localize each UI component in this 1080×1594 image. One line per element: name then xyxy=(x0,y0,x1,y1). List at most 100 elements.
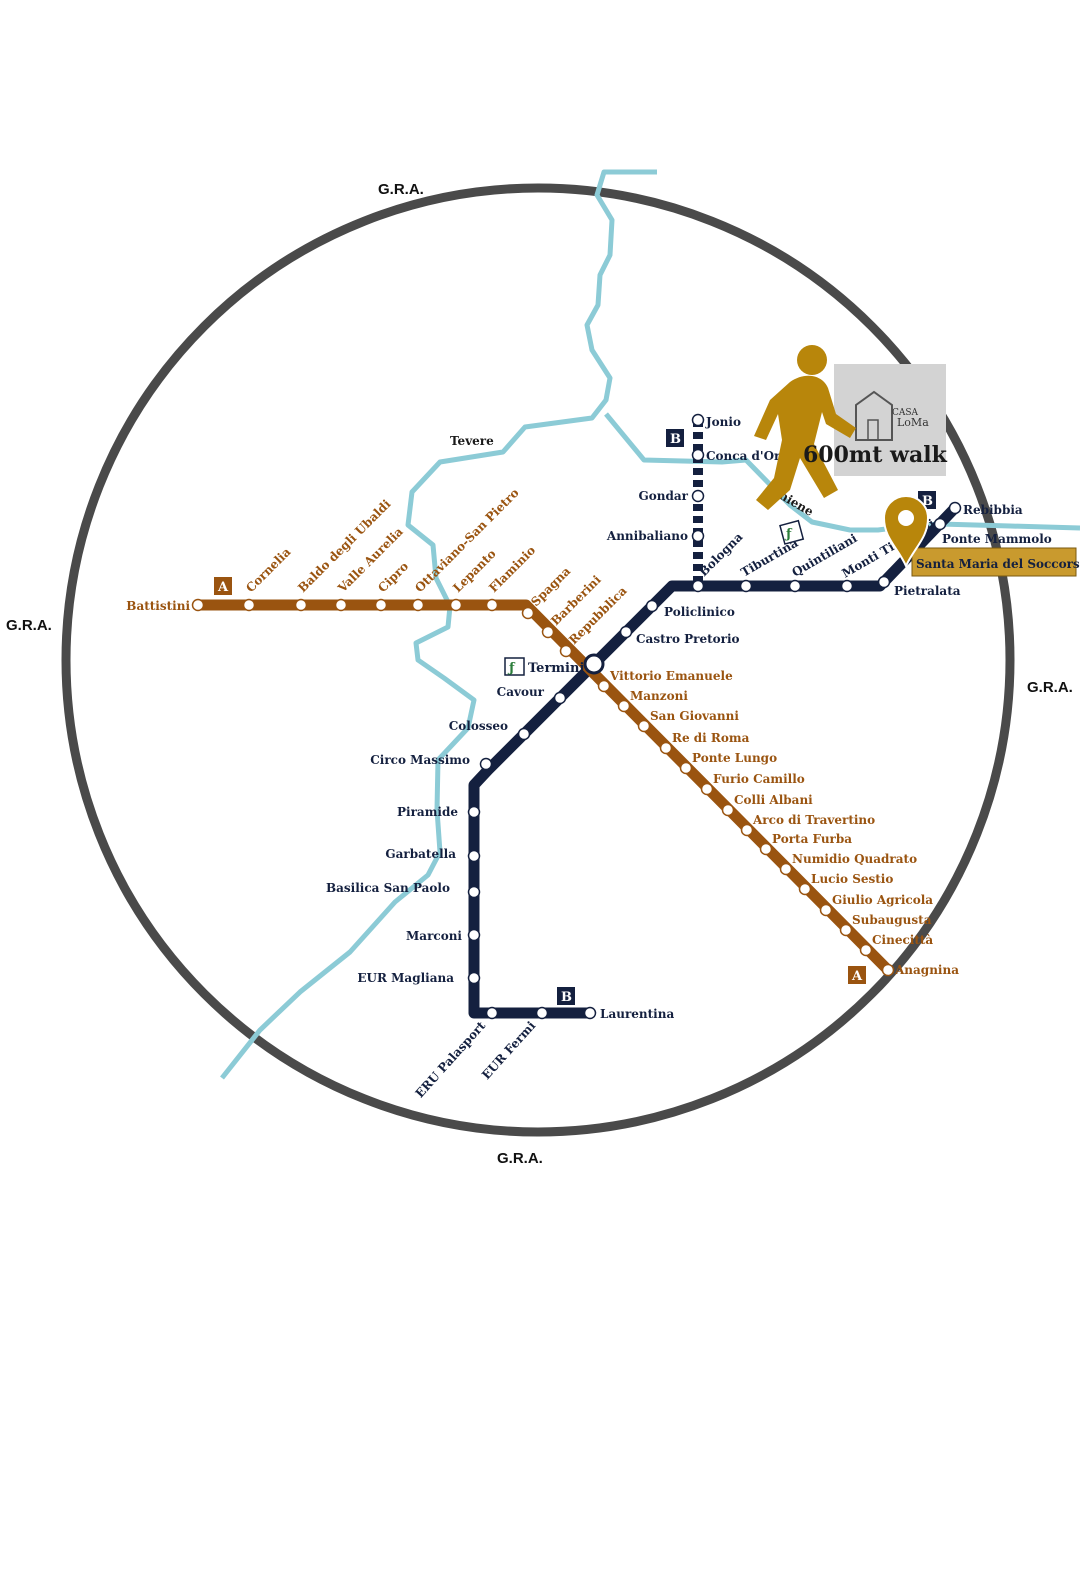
station-label-eur-magliana: EUR Magliana xyxy=(357,971,454,985)
gra-label-bottom: G.R.A. xyxy=(497,1150,543,1167)
station-dot-pietralata[interactable] xyxy=(877,575,891,589)
station-label-manzoni: Manzoni xyxy=(630,689,688,703)
station-dot-lucio-sestio[interactable] xyxy=(798,882,812,896)
station-dot-baldo-degli-ubaldi[interactable] xyxy=(294,598,308,612)
station-dot-policlinico[interactable] xyxy=(645,599,659,613)
station-dot-anagnina[interactable] xyxy=(881,963,895,977)
station-label-giulio-agricola: Giulio Agricola xyxy=(832,893,933,907)
station-dot-san-giovanni[interactable] xyxy=(637,719,651,733)
station-label-laurentina: Laurentina xyxy=(600,1007,674,1021)
station-dot-annibaliano[interactable] xyxy=(691,529,705,543)
station-dot-porta-furba[interactable] xyxy=(759,842,773,856)
station-dot-eur-magliana[interactable] xyxy=(467,971,481,985)
logo-line-1: CASA xyxy=(892,408,919,418)
line-b1-badge: B xyxy=(666,429,684,447)
station-dot-castro-pretorio[interactable] xyxy=(619,625,633,639)
gra-label-right: G.R.A. xyxy=(1027,679,1073,696)
station-label-lucio-sestio: Lucio Sestio xyxy=(811,872,893,886)
station-dot-eru-palasport[interactable] xyxy=(485,1006,499,1020)
tevere-river xyxy=(220,169,657,1080)
svg-text:B: B xyxy=(670,432,681,447)
line-a-track xyxy=(198,599,892,974)
station-dot-furio-camillo[interactable] xyxy=(700,782,714,796)
gra-ring xyxy=(61,183,1015,1137)
station-dot-marconi[interactable] xyxy=(467,928,481,942)
station-dot-valle-aurelia[interactable] xyxy=(334,598,348,612)
station-dot-gondar[interactable] xyxy=(691,489,705,503)
station-dot-basilica-san-paolo[interactable] xyxy=(467,885,481,899)
tevere-label: Tevere xyxy=(450,434,494,448)
station-label-san-giovanni: San Giovanni xyxy=(650,709,739,723)
station-dot-lepanto[interactable] xyxy=(449,598,463,612)
station-dot-circo-massimo[interactable] xyxy=(479,757,493,771)
station-dot-vittorio-emanuele[interactable] xyxy=(597,679,611,693)
station-dot-giulio-agricola[interactable] xyxy=(819,903,833,917)
termini-station-dot[interactable] xyxy=(583,653,605,675)
station-dot-ottaviano-san-pietro[interactable] xyxy=(411,598,425,612)
termini-interchange: ƒ Termini xyxy=(504,653,605,676)
line-a-badge-west: A xyxy=(214,577,232,595)
location-pin-icon xyxy=(882,495,930,569)
station-dot-subaugusta[interactable] xyxy=(839,923,853,937)
walk-distance-label: 600mt walk xyxy=(803,442,948,468)
station-dot-bologna[interactable] xyxy=(691,579,705,593)
station-dot-cavour[interactable] xyxy=(553,691,567,705)
station-label-re-di-roma: Re di Roma xyxy=(672,731,750,745)
station-label-pietralata: Pietralata xyxy=(894,584,961,598)
station-label-cinecitta: Cinecittà xyxy=(872,933,933,947)
station-dot-monti-tiburtini[interactable] xyxy=(840,579,854,593)
station-label-eru-palasport: ERU Palasport xyxy=(413,1018,489,1100)
station-label-numidio-quadrato: Numidio Quadrato xyxy=(792,852,917,866)
station-dot-colosseo[interactable] xyxy=(517,727,531,741)
station-dot-numidio-quadrato[interactable] xyxy=(779,862,793,876)
station-dot-battistini[interactable] xyxy=(191,598,205,612)
station-label-garbatella: Garbatella xyxy=(385,847,456,861)
station-dot-eur-fermi[interactable] xyxy=(535,1006,549,1020)
station-dot-cornelia[interactable] xyxy=(242,598,256,612)
aniene-river xyxy=(604,412,1080,533)
station-label-basilica-san-paolo: Basilica San Paolo xyxy=(326,881,450,895)
station-label-colli-albani: Colli Albani xyxy=(734,793,813,807)
station-label-colosseo: Colosseo xyxy=(449,719,508,733)
station-dot-cipro[interactable] xyxy=(374,598,388,612)
line-a xyxy=(198,599,892,974)
line-b-badge-south: B xyxy=(557,987,575,1005)
station-label-porta-furba: Porta Furba xyxy=(772,832,852,846)
station-dot-piramide[interactable] xyxy=(467,805,481,819)
walking-person-icon xyxy=(754,345,856,510)
station-dot-jonio[interactable] xyxy=(691,413,705,427)
tiburtina-rail-icon: ƒ xyxy=(779,519,805,545)
station-dot-tiburtina[interactable] xyxy=(739,579,753,593)
svg-text:B: B xyxy=(561,990,572,1005)
station-dot-arco-di-travertino[interactable] xyxy=(740,823,754,837)
station-label-marconi: Marconi xyxy=(406,929,462,943)
station-dot-flaminio[interactable] xyxy=(485,598,499,612)
station-dot-ponte-lungo[interactable] xyxy=(679,761,693,775)
logo-line-2: LoMa xyxy=(897,416,929,429)
station-dot-repubblica[interactable] xyxy=(559,644,573,658)
station-dot-ponte-mammolo[interactable] xyxy=(933,517,947,531)
station-label-piramide: Piramide xyxy=(397,805,458,819)
station-dot-colli-albani[interactable] xyxy=(721,803,735,817)
station-dot-re-di-roma[interactable] xyxy=(659,741,673,755)
station-dot-cinecitta[interactable] xyxy=(859,943,873,957)
station-dot-quintiliani[interactable] xyxy=(788,579,802,593)
station-label-arco-di-travertino: Arco di Travertino xyxy=(752,813,875,827)
station-dot-laurentina[interactable] xyxy=(583,1006,597,1020)
svg-text:ƒ: ƒ xyxy=(784,527,793,542)
station-label-jonio: Jonio xyxy=(705,415,741,429)
station-label-ponte-mammolo: Ponte Mammolo xyxy=(942,532,1052,546)
station-dot-garbatella[interactable] xyxy=(467,849,481,863)
station-label-anagnina: Anagnina xyxy=(894,963,959,977)
station-dot-spagna[interactable] xyxy=(521,606,535,620)
station-dot-conca-d-oro[interactable] xyxy=(691,448,705,462)
highlight-station-box: Santa Maria del Soccorso xyxy=(911,547,1080,577)
rail-icon-glyph: ƒ xyxy=(507,661,516,676)
svg-text:A: A xyxy=(217,580,229,595)
station-label-policlinico: Policlinico xyxy=(664,605,735,619)
station-dot-barberini[interactable] xyxy=(541,625,555,639)
station-dot-manzoni[interactable] xyxy=(617,699,631,713)
station-dot-rebibbia[interactable] xyxy=(948,501,962,515)
station-label-ponte-lungo: Ponte Lungo xyxy=(692,751,777,765)
